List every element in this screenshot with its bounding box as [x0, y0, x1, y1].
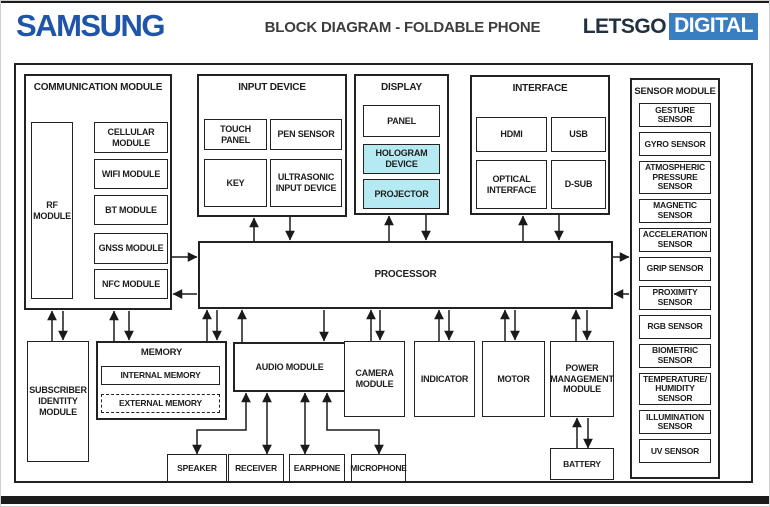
receiver: RECEIVER: [228, 454, 284, 482]
atmospheric-pressure-sensor: ATMOSPHERIC PRESSURE SENSOR: [639, 161, 711, 194]
uv-sensor: UV SENSOR: [639, 439, 711, 464]
proximity-sensor: PROXIMITY SENSOR: [639, 285, 711, 310]
page-title: BLOCK DIAGRAM - FOLDABLE PHONE: [264, 19, 541, 36]
input-device-title: INPUT DEVICE: [238, 82, 306, 93]
internal-memory: INTERNAL MEMORY: [101, 366, 220, 385]
interface-title: INTERFACE: [512, 83, 568, 94]
microphone: MICROPHONE: [350, 454, 407, 482]
touch-panel: TOUCH PANEL: [204, 119, 267, 150]
window-bottom-bar: [0, 496, 770, 504]
motor: MOTOR: [482, 341, 545, 417]
samsung-logo: SAMSUNG: [16, 8, 165, 43]
gesture-sensor: GESTURE SENSOR: [639, 103, 711, 128]
temperature-humidity-sensor: TEMPERATURE/ HUMIDITY SENSOR: [639, 372, 711, 406]
processor: PROCESSOR: [198, 241, 613, 309]
external-memory: EXTERNAL MEMORY: [101, 394, 220, 413]
cellular-module: CELLULAR MODULE: [94, 122, 168, 153]
rf-module: RF MODULE: [31, 122, 73, 299]
hologram-device: HOLOGRAM DEVICE: [363, 144, 440, 174]
audio-module: AUDIO MODULE: [233, 342, 346, 392]
magnetic-sensor: MAGNETIC SENSOR: [639, 198, 711, 223]
projector: PROJECTOR: [363, 179, 440, 209]
power-management-module: POWER MANAGEMENT MODULE: [550, 341, 614, 417]
gnss-module: GNSS MODULE: [94, 233, 168, 264]
rgb-sensor: RGB SENSOR: [639, 314, 711, 339]
nfc-module: NFC MODULE: [94, 269, 168, 299]
letsgodigital-logo: LETSGO DIGITAL: [583, 13, 758, 40]
connector: [192, 392, 251, 455]
display-title: DISPLAY: [380, 82, 423, 93]
logo-letsgo-text: LETSGO: [582, 14, 667, 38]
indicator: INDICATOR: [414, 341, 475, 417]
communication-module-title: COMMUNICATION MODULE: [33, 82, 163, 93]
hdmi: HDMI: [476, 117, 547, 152]
panel: PANEL: [363, 105, 440, 137]
key: KEY: [204, 159, 267, 207]
earphone: EARPHONE: [289, 454, 345, 482]
battery: BATTERY: [550, 448, 614, 480]
logo-digital-badge: DIGITAL: [669, 13, 758, 40]
connector: [322, 392, 384, 455]
optical-interface: OPTICAL INTERFACE: [476, 160, 547, 209]
wifi-module: WIFI MODULE: [94, 159, 168, 189]
camera-module: CAMERA MODULE: [344, 341, 405, 417]
speaker: SPEAKER: [167, 454, 227, 482]
acceleration-sensor: ACCELERATION SENSOR: [639, 227, 711, 252]
pen-sensor: PEN SENSOR: [270, 119, 342, 150]
illumination-sensor: ILLUMINATION SENSOR: [639, 410, 711, 435]
sensor-module-title: SENSOR MODULE: [634, 86, 716, 97]
biometric-sensor: BIOMETRIC SENSOR: [639, 343, 711, 368]
gyro-sensor: GYRO SENSOR: [639, 132, 711, 157]
ultrasonic-input-device: ULTRASONIC INPUT DEVICE: [270, 159, 342, 207]
bt-module: BT MODULE: [94, 195, 168, 225]
usb: USB: [551, 117, 606, 152]
grip-sensor: GRIP SENSOR: [639, 256, 711, 281]
window-top-bar: [0, 0, 770, 3]
d-sub: D-SUB: [551, 160, 606, 209]
memory-title: MEMORY: [140, 347, 183, 358]
sensor-list: GESTURE SENSOR GYRO SENSOR ATMOSPHERIC P…: [632, 97, 718, 464]
block-diagram: COMMUNICATION MODULE RF MODULE CELLULAR …: [14, 63, 753, 483]
sensor-module: SENSOR MODULE GESTURE SENSOR GYRO SENSOR…: [630, 78, 720, 479]
subscriber-identity-module: SUBSCRIBER IDENTITY MODULE: [27, 341, 89, 462]
